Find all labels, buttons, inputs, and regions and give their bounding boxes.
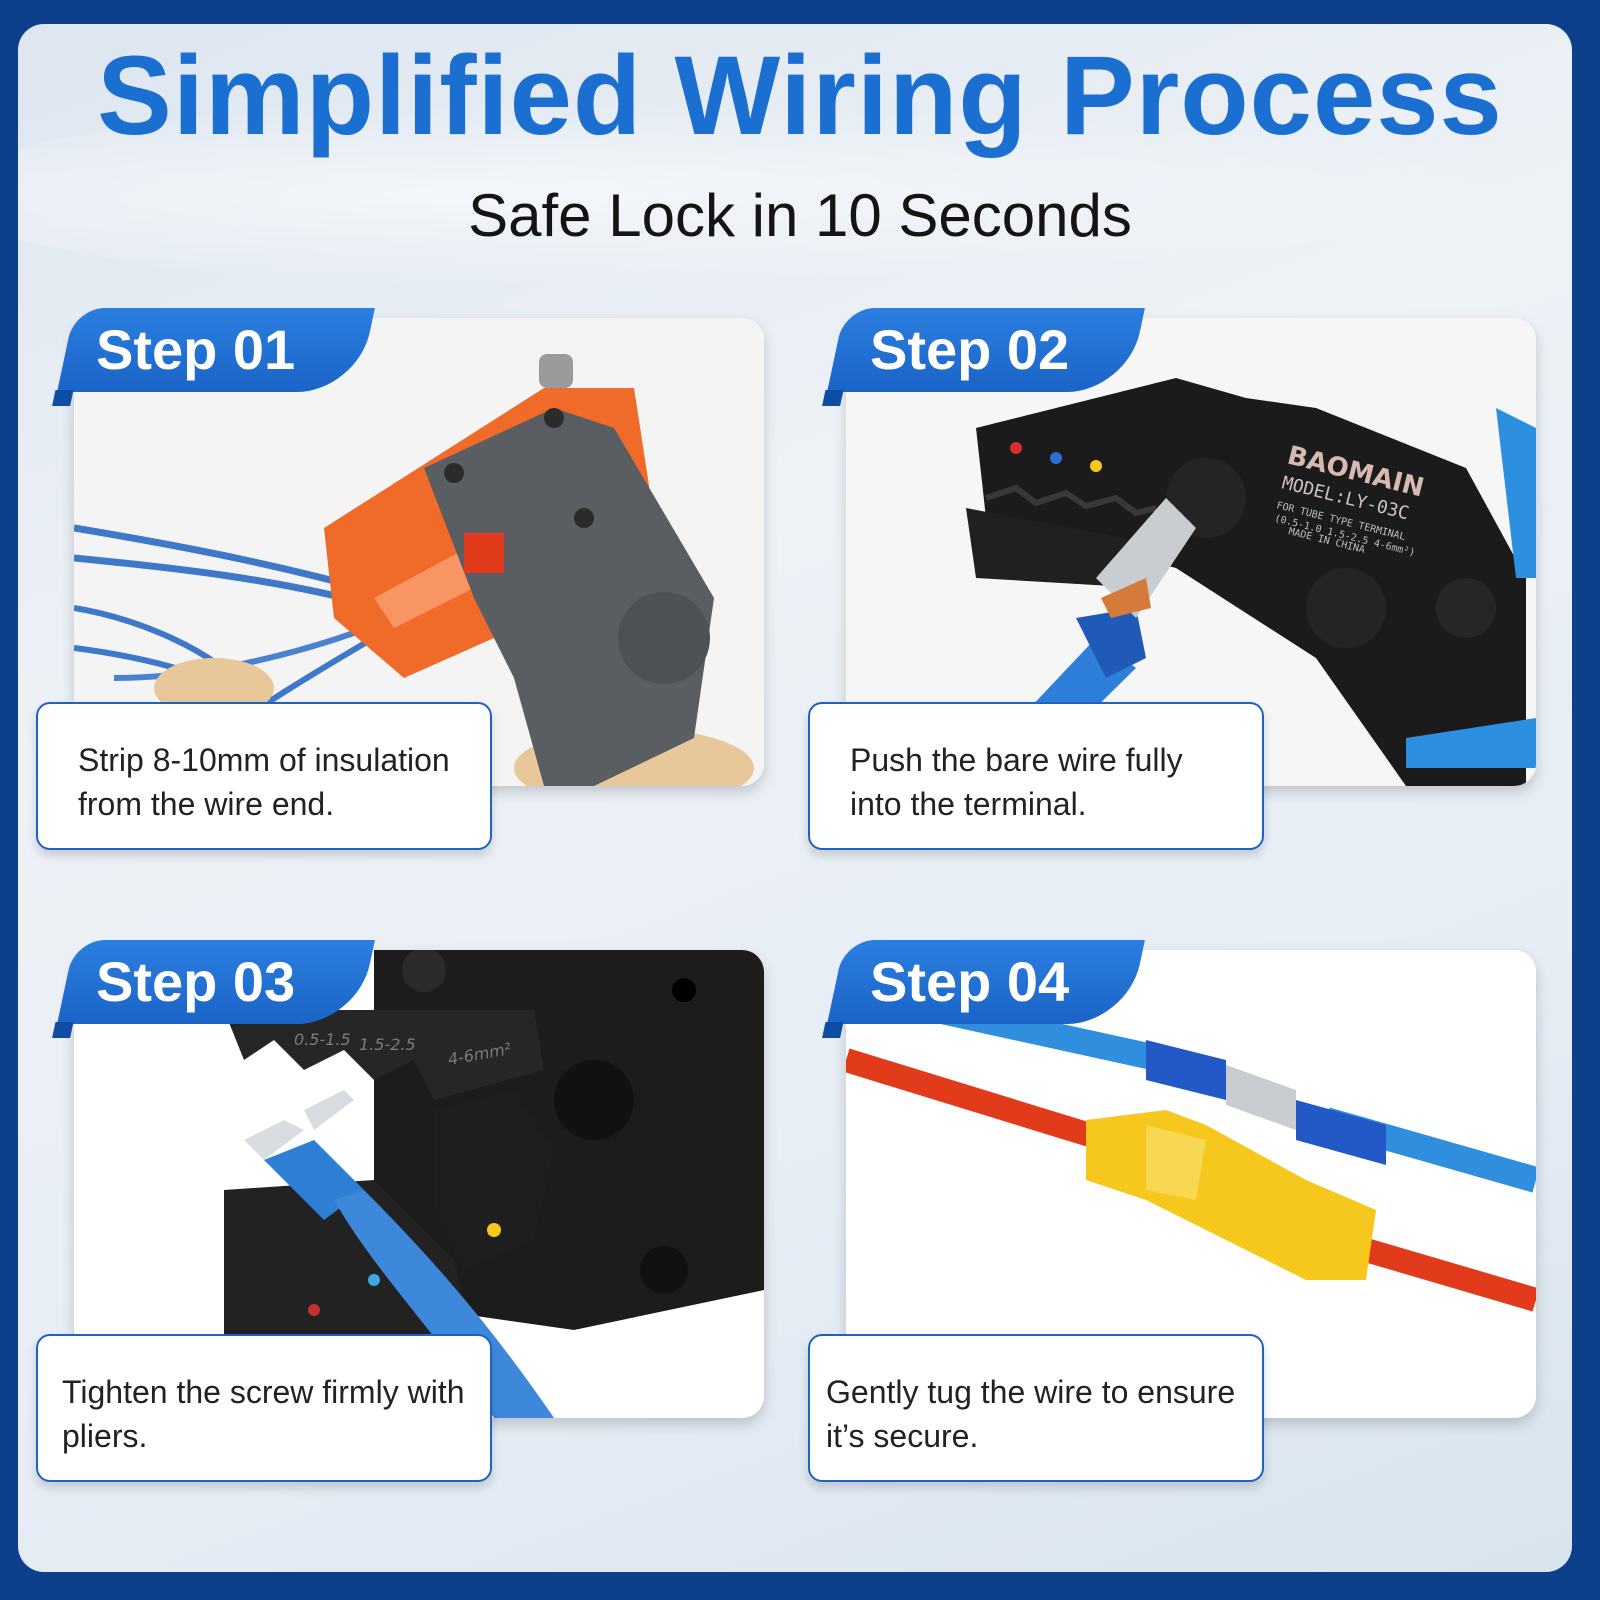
step-03-label: Step 03 (96, 950, 296, 1013)
jaw-mark-2: 1.5-2.5 (359, 1035, 416, 1054)
step-03-caption: Tighten the screw firmly with pliers. (36, 1334, 492, 1482)
background-swoosh (18, 84, 1572, 304)
step-04-label: Step 04 (870, 950, 1070, 1013)
page-title: Simplified Wiring Process (97, 33, 1503, 158)
step-01-caption: Strip 8-10mm of insulation from the wire… (36, 702, 492, 850)
jaw-mark-1: 0.5-1.5 (294, 1030, 351, 1049)
step-01-label: Step 01 (96, 318, 296, 381)
step-02-caption: Push the bare wire fully into the termin… (808, 702, 1264, 850)
step-02-label: Step 02 (870, 318, 1070, 381)
page-subtitle: Safe Lock in 10 Seconds (468, 182, 1132, 249)
step-04-caption: Gently tug the wire to ensure it’s secur… (808, 1334, 1264, 1482)
